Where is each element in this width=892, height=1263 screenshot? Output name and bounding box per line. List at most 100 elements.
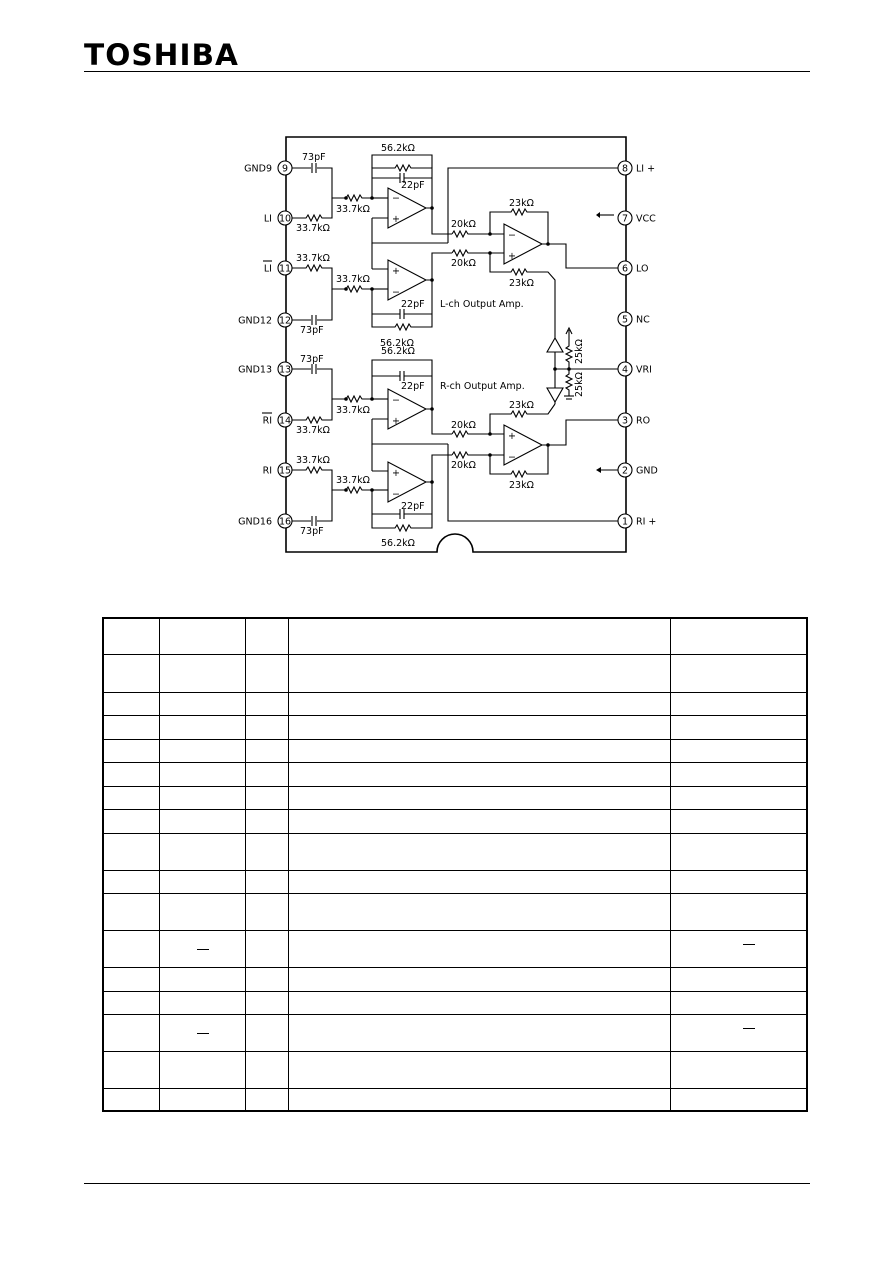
header-divider xyxy=(84,71,810,72)
svg-text:56.2kΩ: 56.2kΩ xyxy=(381,143,415,154)
pin-6: 6 LO xyxy=(617,260,648,276)
svg-text:L-ch Output Amp.: L-ch Output Amp. xyxy=(440,299,524,310)
svg-text:73pF: 73pF xyxy=(300,325,324,336)
pin-description-table xyxy=(102,617,808,1112)
svg-text:56.2kΩ: 56.2kΩ xyxy=(381,538,415,549)
svg-text:LI: LI xyxy=(264,264,272,275)
table-row xyxy=(102,869,808,894)
table-row xyxy=(102,929,808,968)
svg-text:73pF: 73pF xyxy=(300,526,324,537)
input-stage-r-non: 33.7kΩ 73pF 33.7kΩ + − 56.2kΩ 22pF xyxy=(292,444,452,549)
table-row xyxy=(102,761,808,787)
svg-text:+: + xyxy=(392,468,400,479)
table-row xyxy=(102,691,808,716)
svg-text:−: − xyxy=(392,395,400,406)
svg-text:33.7kΩ: 33.7kΩ xyxy=(336,405,370,416)
svg-text:15: 15 xyxy=(279,466,291,477)
svg-text:56.2kΩ: 56.2kΩ xyxy=(380,338,414,349)
svg-text:NC: NC xyxy=(636,315,650,326)
pin-12: 12 GND12 xyxy=(238,312,293,328)
pin-2: 2 GND xyxy=(596,462,658,478)
svg-text:13: 13 xyxy=(279,365,291,376)
brand-logo: TOSHIBA xyxy=(84,38,239,72)
table-row xyxy=(102,1013,808,1052)
svg-text:GND: GND xyxy=(636,466,658,477)
pin-10: 10 LI xyxy=(264,210,293,226)
svg-text:22pF: 22pF xyxy=(401,501,425,512)
svg-text:6: 6 xyxy=(622,264,628,275)
pin-16: 16 GND16 xyxy=(238,513,293,529)
svg-text:GND9: GND9 xyxy=(244,164,272,175)
svg-text:9: 9 xyxy=(282,164,288,175)
svg-text:20kΩ: 20kΩ xyxy=(451,258,476,269)
svg-text:3: 3 xyxy=(622,416,628,427)
svg-text:11: 11 xyxy=(279,264,291,275)
input-stage-l-non: 33.7kΩ 73pF 33.7kΩ + − 56.2kΩ 22pF L-ch … xyxy=(292,243,524,349)
svg-text:33.7kΩ: 33.7kΩ xyxy=(336,475,370,486)
overline-mark xyxy=(196,1032,209,1034)
bias-network: 25kΩ 25kΩ xyxy=(546,326,618,404)
svg-text:LI: LI xyxy=(264,214,272,225)
svg-text:20kΩ: 20kΩ xyxy=(451,219,476,230)
svg-text:33.7kΩ: 33.7kΩ xyxy=(296,455,330,466)
svg-text:+: + xyxy=(392,266,400,277)
table-row xyxy=(102,990,808,1015)
svg-text:73pF: 73pF xyxy=(302,152,326,163)
svg-text:25kΩ: 25kΩ xyxy=(574,372,585,397)
svg-text:1: 1 xyxy=(622,517,628,528)
svg-text:33.7kΩ: 33.7kΩ xyxy=(336,274,370,285)
table-row xyxy=(102,738,808,763)
table-row xyxy=(102,785,808,810)
svg-text:GND16: GND16 xyxy=(238,517,272,528)
pin-4: 4 VRI xyxy=(617,361,652,377)
svg-text:+: + xyxy=(392,416,400,427)
svg-text:22pF: 22pF xyxy=(401,299,425,310)
lch-output-amp: 20kΩ 20kΩ − + 23kΩ 23kΩ xyxy=(447,167,618,338)
svg-text:14: 14 xyxy=(279,416,291,427)
svg-text:16: 16 xyxy=(279,517,291,528)
svg-text:23kΩ: 23kΩ xyxy=(509,480,534,491)
svg-text:+: + xyxy=(508,431,516,442)
svg-text:RI +: RI + xyxy=(636,517,656,528)
svg-text:−: − xyxy=(508,452,516,463)
svg-text:VRI: VRI xyxy=(636,365,652,376)
svg-text:−: − xyxy=(392,287,400,298)
table-row xyxy=(102,1050,808,1089)
overline-mark xyxy=(196,948,209,950)
svg-text:7: 7 xyxy=(622,214,628,225)
table-header-row xyxy=(102,617,808,655)
svg-text:RI: RI xyxy=(263,416,272,427)
svg-text:33.7kΩ: 33.7kΩ xyxy=(336,204,370,215)
svg-text:23kΩ: 23kΩ xyxy=(509,278,534,289)
svg-text:RO: RO xyxy=(636,416,650,427)
input-stage-r-inv: 73pF 33.7kΩ 33.7kΩ − + 56.2kΩ 22pF R-ch … xyxy=(292,346,525,445)
table-row xyxy=(102,808,808,834)
package-outline xyxy=(285,136,627,553)
footer-divider xyxy=(84,1183,810,1184)
pin-14: 14 RI xyxy=(262,412,293,428)
svg-text:12: 12 xyxy=(279,316,291,327)
svg-text:10: 10 xyxy=(279,214,291,225)
pin-11: 11 LI xyxy=(263,260,293,276)
svg-text:20kΩ: 20kΩ xyxy=(451,420,476,431)
svg-text:GND12: GND12 xyxy=(238,316,272,327)
svg-text:VCC: VCC xyxy=(636,214,656,225)
svg-text:LO: LO xyxy=(636,264,648,275)
svg-text:2: 2 xyxy=(622,466,628,477)
pin-3: 3 RO xyxy=(617,412,650,428)
svg-text:4: 4 xyxy=(622,365,628,376)
overline-mark xyxy=(743,943,756,945)
input-stage-l-inv: 73pF 33.7kΩ 33.7kΩ − + 56.2kΩ 22pF xyxy=(292,143,452,244)
svg-text:33.7kΩ: 33.7kΩ xyxy=(296,223,330,234)
svg-text:33.7kΩ: 33.7kΩ xyxy=(296,425,330,436)
svg-text:+: + xyxy=(392,214,400,225)
pin-7: 7 VCC xyxy=(596,210,656,226)
svg-text:20kΩ: 20kΩ xyxy=(451,460,476,471)
